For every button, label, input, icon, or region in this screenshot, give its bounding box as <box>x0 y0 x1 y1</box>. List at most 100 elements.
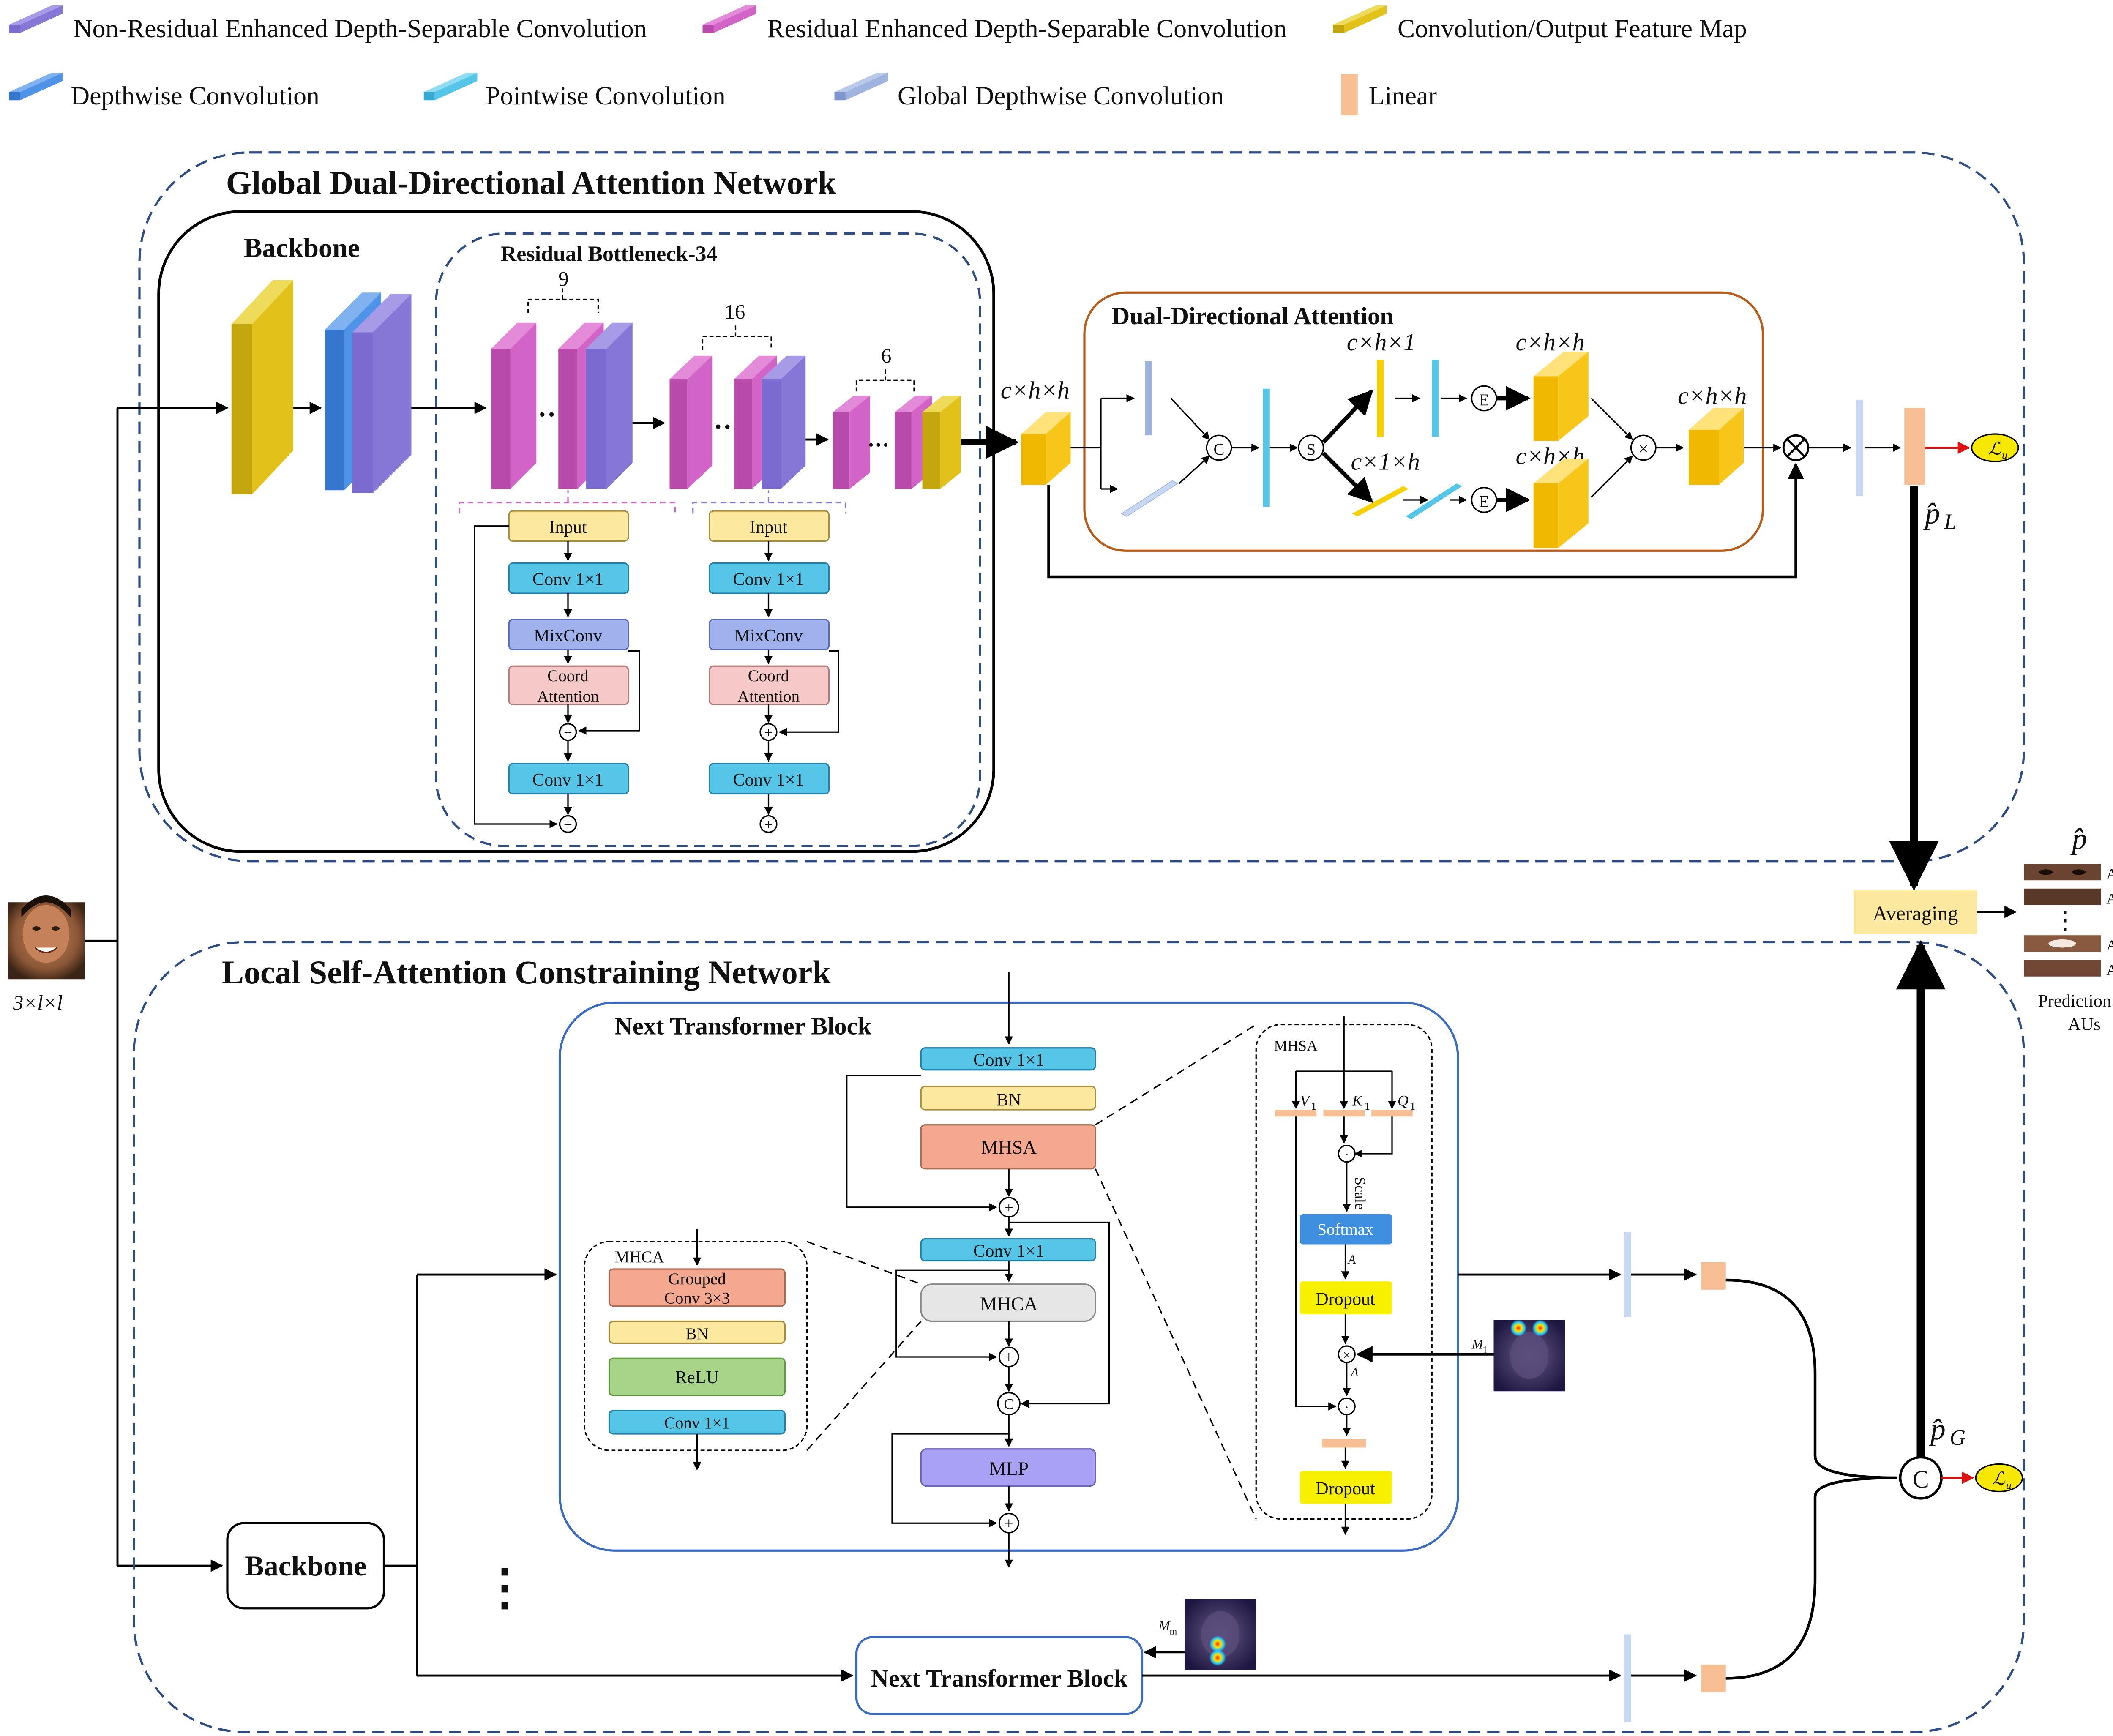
ntb-bottom-label: Next Transformer Block <box>871 1665 1128 1692</box>
mhsa-v: V <box>1300 1092 1311 1109</box>
svg-text:MixConv: MixConv <box>734 626 803 646</box>
au-dots: ⋮ <box>2053 906 2078 934</box>
prediction-panel: p̂ AU 1 AU 4 ⋮ AU 10 AU 17 Prediction of… <box>2024 822 2113 1035</box>
svg-text:1: 1 <box>1410 1100 1415 1112</box>
svg-text:Grouped: Grouped <box>668 1270 726 1288</box>
svg-text:m: m <box>1170 1626 1177 1637</box>
global-network: Global Dual-Directional Attention Networ… <box>138 151 2025 891</box>
legend-residual: Residual Enhanced Depth-Separable Convol… <box>702 5 1287 43</box>
global-network-title: Global Dual-Directional Attention Networ… <box>226 164 836 201</box>
svg-text:G: G <box>1950 1426 1966 1450</box>
mhsa-scale: Scale <box>1351 1177 1368 1209</box>
au-label-4: AU 17 <box>2106 962 2113 979</box>
global-depthwise-bar <box>1856 399 1863 496</box>
svg-text:1: 1 <box>1365 1100 1370 1112</box>
svg-text:ReLU: ReLU <box>675 1368 719 1387</box>
svg-text:A: A <box>1350 1366 1359 1379</box>
legend-non-residual: Non-Residual Enhanced Depth-Separable Co… <box>9 5 647 43</box>
svg-text:C: C <box>1913 1466 1929 1493</box>
rb-group-6: … 6 <box>833 344 961 489</box>
svg-text:MHSA: MHSA <box>981 1136 1037 1158</box>
legend-global-depthwise-label: Global Depthwise Convolution <box>898 82 1224 110</box>
svg-text:BN: BN <box>685 1325 708 1343</box>
svg-text:Conv 1×1: Conv 1×1 <box>532 570 603 590</box>
dda-title: Dual-Directional Attention <box>1112 302 1394 330</box>
pool-h-bar <box>1145 361 1152 436</box>
legend-depthwise-label: Depthwise Convolution <box>71 82 319 110</box>
svg-text:Conv 3×3: Conv 3×3 <box>664 1289 730 1307</box>
p-hat-g: p̂ <box>1928 1413 1946 1446</box>
global-network-border <box>138 151 2025 863</box>
legend-non-residual-label: Non-Residual Enhanced Depth-Separable Co… <box>74 14 647 43</box>
svg-text:+: + <box>764 724 773 741</box>
mhsa-dropout-1 <box>1300 1281 1392 1315</box>
backbone-title: Backbone <box>244 233 360 263</box>
svg-text:×: × <box>1638 439 1649 459</box>
svg-text:·: · <box>1344 1400 1349 1415</box>
prediction-caption-2: AUs <box>2068 1015 2100 1035</box>
legend: Non-Residual Enhanced Depth-Separable Co… <box>9 5 1747 115</box>
prediction-caption-1: Prediction of <box>2038 991 2113 1011</box>
svg-text:L: L <box>1944 510 1957 534</box>
svg-text:Attention: Attention <box>537 688 599 706</box>
svg-text:MHCA: MHCA <box>980 1293 1038 1315</box>
local-network-title: Local Self-Attention Constraining Networ… <box>222 954 831 991</box>
legend-depthwise: Depthwise Convolution <box>9 73 319 110</box>
averaging-box <box>1854 890 1977 934</box>
count-16: 16 <box>725 300 745 323</box>
svg-text:Coord: Coord <box>547 667 589 685</box>
svg-text:·: · <box>1344 1147 1349 1163</box>
legend-linear-swatch <box>1341 74 1358 115</box>
dim-chh-top: c×h×h <box>1516 328 1585 356</box>
rb-group-9: … 9 <box>491 267 633 489</box>
svg-text:Input: Input <box>549 517 587 537</box>
svg-text:Conv 1×1: Conv 1×1 <box>532 770 603 790</box>
mhca-bn <box>608 1320 786 1344</box>
svg-text:Softmax: Softmax <box>1317 1220 1373 1239</box>
backbone-output-feature <box>1021 412 1071 485</box>
local-linear-1 <box>1701 1262 1726 1290</box>
svg-text:1: 1 <box>1311 1100 1316 1112</box>
svg-text:u: u <box>2006 1479 2012 1491</box>
count-6: 6 <box>881 344 891 367</box>
residual-bottleneck-border <box>435 232 981 847</box>
svg-text:+: + <box>1004 1198 1013 1217</box>
ntb-bn <box>920 1086 1096 1111</box>
au-label-1: AU 1 <box>2106 865 2113 882</box>
legend-global-depthwise: Global Depthwise Convolution <box>834 73 1224 110</box>
attention-map-h <box>1533 352 1589 441</box>
svg-text:ℒ: ℒ <box>1992 1469 2006 1489</box>
legend-linear: Linear <box>1341 74 1437 115</box>
global-loss <box>1971 433 2019 462</box>
svg-text:E: E <box>1479 391 1489 409</box>
svg-text:Input: Input <box>750 517 787 537</box>
legend-linear-label: Linear <box>1369 82 1437 110</box>
global-linear <box>1904 408 1925 485</box>
rb-group-16: … 16 <box>669 300 806 489</box>
ntb-title: Next Transformer Block <box>615 1012 872 1040</box>
svg-text:S: S <box>1306 440 1316 459</box>
mhsa-q: Q <box>1398 1092 1409 1109</box>
mhca-detail-label: MHCA <box>615 1248 664 1266</box>
mm-label: M <box>1158 1619 1171 1634</box>
local-linear-2 <box>1701 1665 1726 1692</box>
dim-ch1: c×h×1 <box>1347 328 1416 356</box>
legend-residual-label: Residual Enhanced Depth-Separable Convol… <box>767 14 1287 43</box>
svg-text:Attention: Attention <box>737 688 800 706</box>
au1-crop <box>2024 864 2101 881</box>
svg-text:C: C <box>1213 440 1224 459</box>
svg-text:+: + <box>764 816 773 833</box>
svg-text:Conv 1×1: Conv 1×1 <box>733 570 804 590</box>
svg-text:Conv 1×1: Conv 1×1 <box>973 1050 1044 1070</box>
input-shape: 3×l×l <box>13 991 63 1014</box>
residual-bottleneck-title: Residual Bottleneck-34 <box>501 242 718 266</box>
local-gdconv-2 <box>1624 1634 1631 1722</box>
svg-text:+: + <box>564 724 572 741</box>
svg-text:A: A <box>1347 1253 1356 1267</box>
local-backbone-label: Backbone <box>245 1550 366 1582</box>
mhsa-softmax <box>1300 1214 1392 1245</box>
local-network-border <box>133 941 2025 1733</box>
shared-conv-bar <box>1263 388 1270 507</box>
svg-text:+: + <box>564 816 572 833</box>
legend-conv-output-label: Convolution/Output Feature Map <box>1398 14 1747 43</box>
